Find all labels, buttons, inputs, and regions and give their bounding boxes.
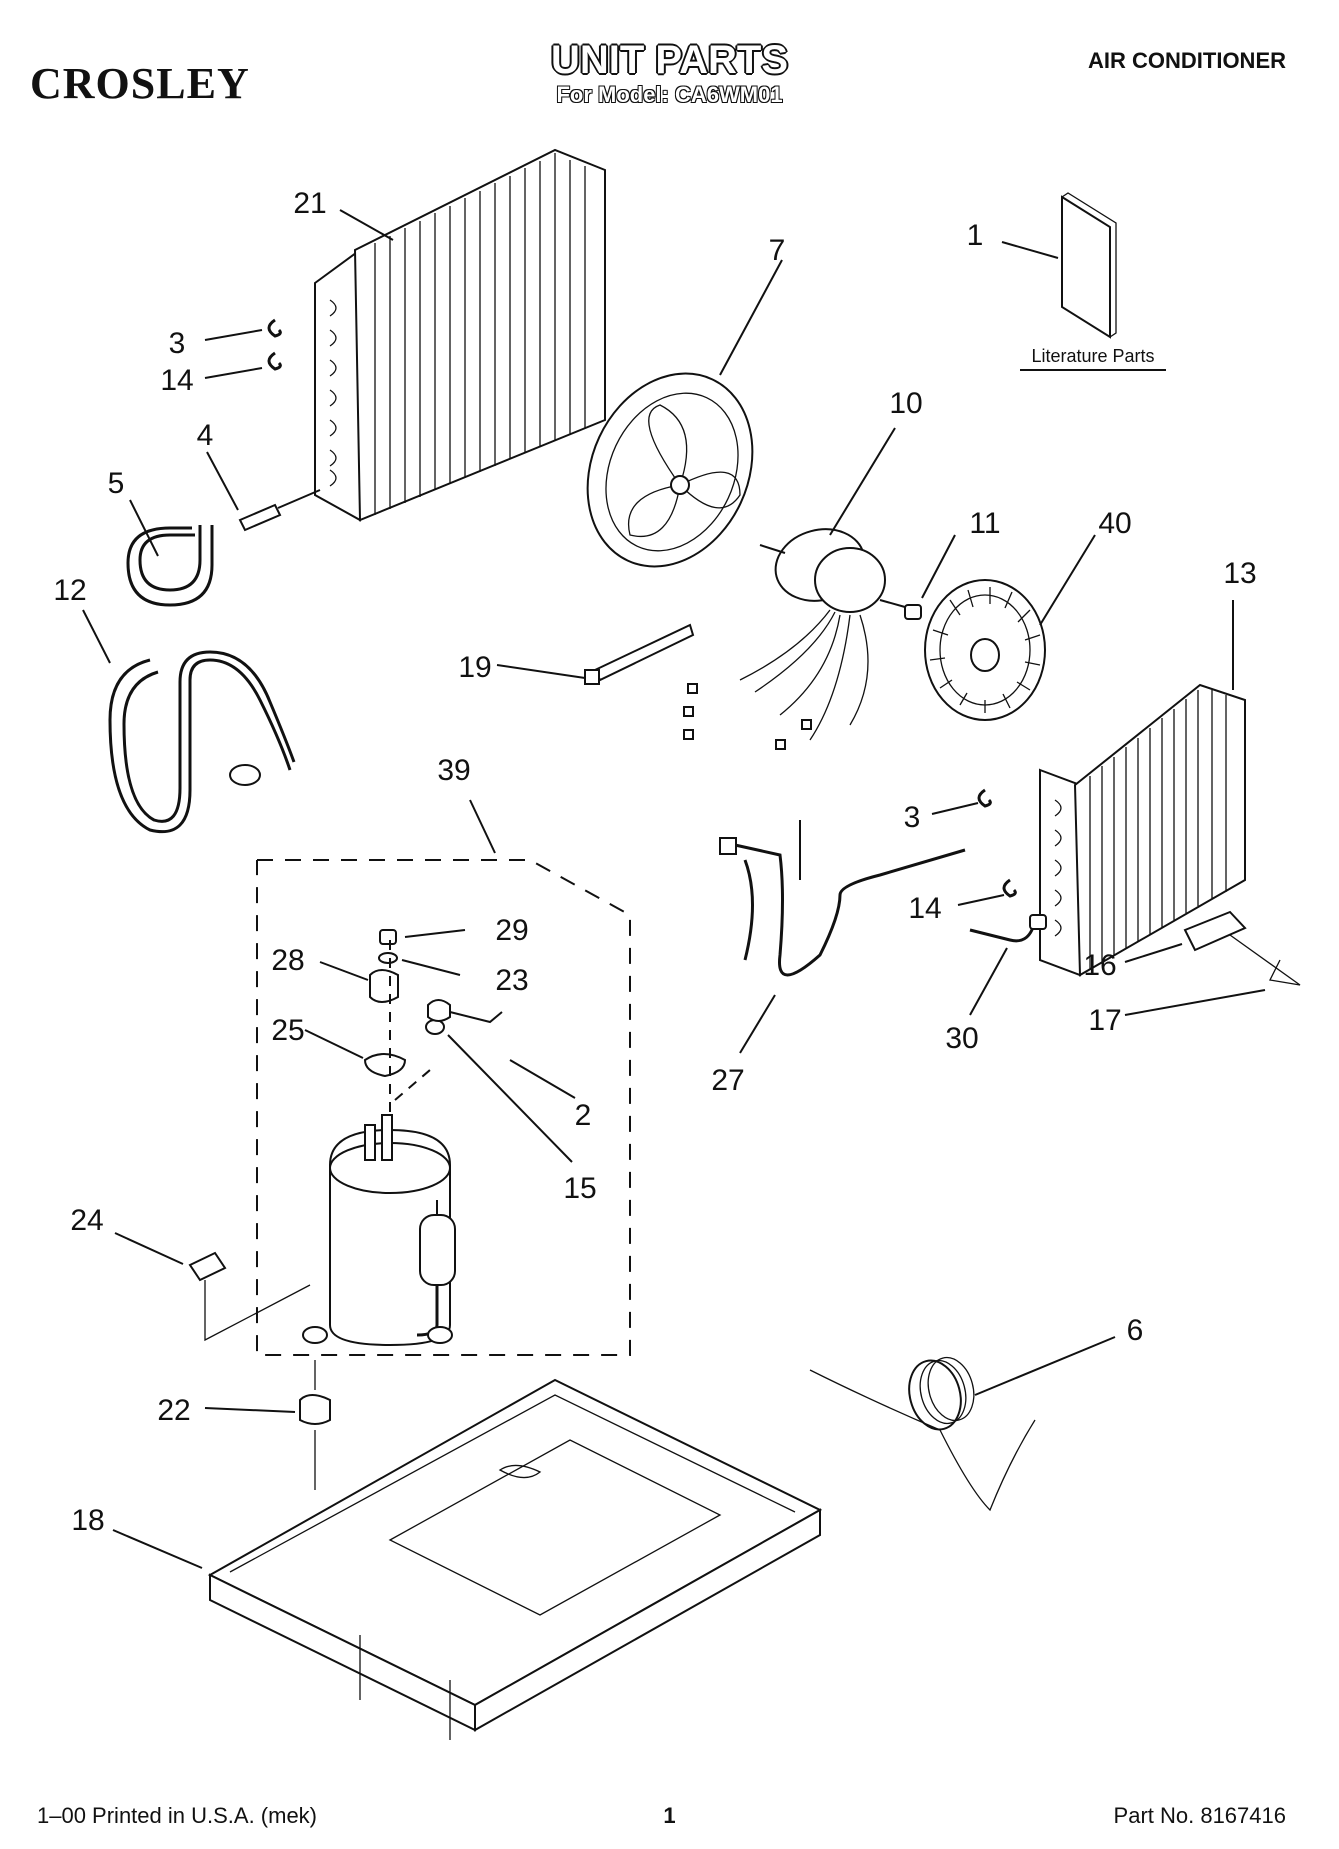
callout-labels: 21 7 1 3 14 4 5 10 11 40 13 12 19 39 3 2… bbox=[53, 187, 1256, 1537]
callout-28: 28 bbox=[271, 944, 304, 977]
callout-39: 39 bbox=[437, 754, 470, 787]
base-pan bbox=[207, 1378, 823, 1740]
discharge-tube bbox=[719, 820, 966, 977]
callout-17: 17 bbox=[1088, 1004, 1121, 1037]
callout-30: 30 bbox=[945, 1022, 978, 1055]
evaporator-coil bbox=[1039, 683, 1246, 977]
compressor-bracket bbox=[188, 1251, 311, 1342]
callout-4: 4 bbox=[197, 419, 214, 452]
page-number: 1 bbox=[663, 1803, 676, 1828]
callout-24: 24 bbox=[70, 1204, 103, 1237]
leader-lines bbox=[82, 209, 1266, 1569]
callout-3: 3 bbox=[169, 327, 186, 360]
literature-booklet bbox=[1061, 192, 1117, 339]
thermostat-bulb-coil bbox=[809, 1356, 1036, 1512]
brand-logo: CROSLEY bbox=[30, 59, 250, 108]
product-category: AIR CONDITIONER bbox=[1088, 48, 1286, 73]
callout-10: 10 bbox=[889, 387, 922, 420]
strainer-tube bbox=[238, 489, 321, 532]
page-title: UNIT PARTS bbox=[550, 38, 789, 82]
callout-19: 19 bbox=[458, 651, 491, 684]
callout-12: 12 bbox=[53, 574, 86, 607]
callout-29: 29 bbox=[495, 914, 528, 947]
hex-nut bbox=[904, 604, 922, 620]
callout-27: 27 bbox=[711, 1064, 744, 1097]
thermistor-holder bbox=[1183, 910, 1301, 986]
compressor-kit-outline bbox=[256, 859, 631, 1356]
condenser-coil bbox=[314, 148, 606, 522]
compressor bbox=[302, 1114, 456, 1347]
blower-wheel bbox=[924, 579, 1046, 721]
callout-15: 15 bbox=[563, 1172, 596, 1205]
callout-18: 18 bbox=[71, 1504, 104, 1537]
callout-14: 14 bbox=[160, 364, 193, 397]
callout-7: 7 bbox=[769, 234, 786, 267]
compressor-hardware bbox=[363, 929, 503, 1130]
model-subtitle: For Model: CA6WM01 bbox=[556, 82, 783, 107]
print-info: 1–00 Printed in U.S.A. (mek) bbox=[37, 1803, 318, 1828]
callout-21: 21 bbox=[293, 187, 326, 220]
liquid-tube bbox=[969, 914, 1047, 943]
callout-6: 6 bbox=[1127, 1314, 1144, 1347]
callout-22: 22 bbox=[157, 1394, 190, 1427]
literature-parts-label: Literature Parts bbox=[1031, 346, 1154, 366]
callout-23: 23 bbox=[495, 964, 528, 997]
callout-2: 2 bbox=[575, 1099, 592, 1132]
callout-5: 5 bbox=[108, 467, 125, 500]
coil-clips bbox=[267, 318, 1017, 898]
callout-14b: 14 bbox=[908, 892, 941, 925]
callout-25: 25 bbox=[271, 1014, 304, 1047]
part-number: Part No. 8167416 bbox=[1113, 1803, 1286, 1828]
fan-blade bbox=[586, 372, 754, 568]
u-tube bbox=[126, 525, 214, 607]
callout-13: 13 bbox=[1223, 557, 1256, 590]
tie-strap bbox=[584, 623, 695, 685]
callout-16: 16 bbox=[1083, 949, 1116, 982]
callout-40: 40 bbox=[1098, 507, 1131, 540]
callout-3b: 3 bbox=[904, 801, 921, 834]
callout-1: 1 bbox=[967, 219, 984, 252]
suction-tube bbox=[108, 650, 296, 833]
callout-11: 11 bbox=[969, 507, 1000, 540]
grommet bbox=[299, 1360, 331, 1490]
fan-motor bbox=[683, 528, 906, 750]
